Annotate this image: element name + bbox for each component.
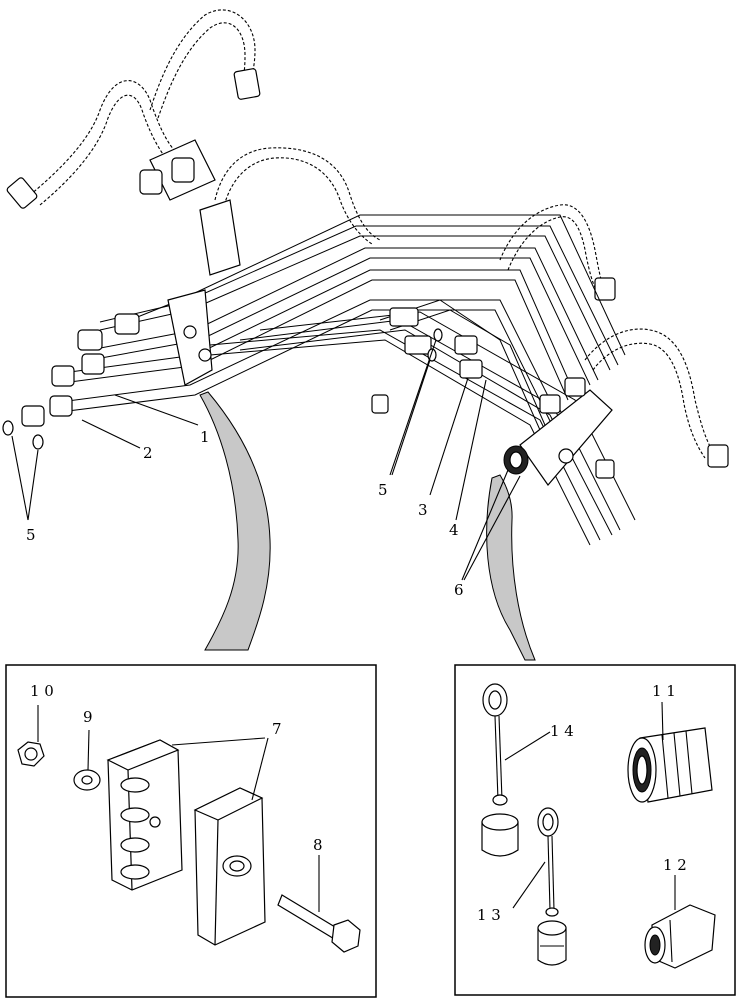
callout-8: 8 bbox=[313, 836, 323, 854]
detail-sweep-left bbox=[199, 391, 271, 651]
rigid-pipe-bundle bbox=[59, 214, 636, 546]
callout-12: 1 2 bbox=[663, 856, 687, 874]
dust-cap-coupler bbox=[627, 727, 713, 803]
hose-end-fittings bbox=[6, 68, 729, 468]
callout-6: 6 bbox=[454, 581, 464, 599]
callout-13: 1 3 bbox=[477, 906, 501, 924]
callout-1: 1 bbox=[200, 428, 210, 446]
callout-5-center: 5 bbox=[378, 481, 388, 499]
washer bbox=[73, 769, 101, 791]
front-couplers bbox=[2, 313, 140, 450]
callout-14: 1 4 bbox=[550, 722, 574, 740]
center-fittings bbox=[389, 307, 483, 379]
dust-plug-large bbox=[481, 683, 519, 857]
front-bracket bbox=[167, 289, 213, 386]
upper-bracket bbox=[139, 139, 241, 276]
nut bbox=[17, 741, 45, 767]
callout-5-left: 5 bbox=[26, 526, 36, 544]
callout-3: 3 bbox=[418, 501, 428, 519]
clamp-halves bbox=[106, 739, 266, 946]
callout-labels: 1 2 5 5 3 4 6 1 0 9 7 8 1 1 1 4 1 2 1 3 bbox=[26, 428, 687, 924]
detail-box-left bbox=[5, 664, 377, 998]
leader-lines bbox=[11, 339, 521, 581]
callout-11: 1 1 bbox=[652, 682, 676, 700]
callout-9: 9 bbox=[83, 708, 93, 726]
detail-sweep-right bbox=[486, 474, 536, 661]
right-bracket bbox=[503, 377, 615, 486]
dust-plug-small bbox=[537, 807, 567, 966]
callout-7: 7 bbox=[272, 720, 282, 738]
callout-4: 4 bbox=[449, 521, 459, 539]
male-coupler bbox=[644, 904, 716, 969]
callout-2: 2 bbox=[143, 444, 153, 462]
callout-10: 1 0 bbox=[30, 682, 54, 700]
rear-hose-group bbox=[29, 9, 716, 459]
bolt bbox=[277, 894, 361, 953]
